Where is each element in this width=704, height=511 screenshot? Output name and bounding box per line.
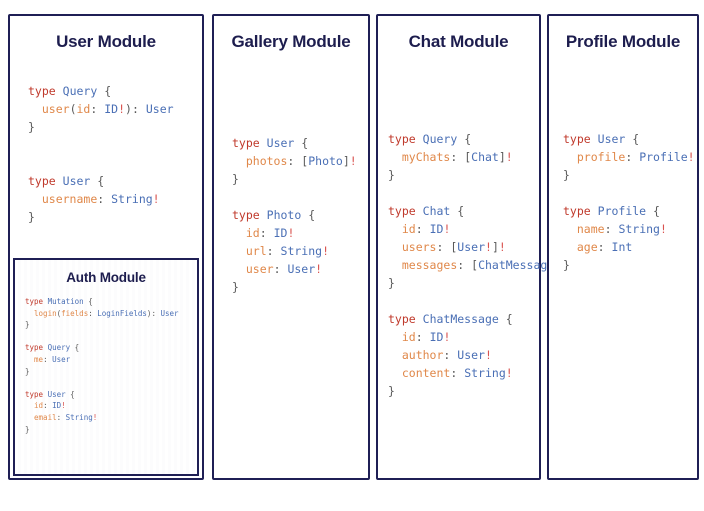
panel-chat-module[interactable]: Chat Module type Query { myChats: [Chat]… bbox=[376, 14, 568, 480]
code-line: id: ID! bbox=[401, 330, 451, 344]
code-block-gallery-module: type User { photos: [Photo]!} type Photo… bbox=[214, 134, 368, 296]
panel-gallery-module[interactable]: Gallery Module type User { photos: [Phot… bbox=[212, 14, 370, 480]
code-block-user-module: type Query { user(id: ID!): User} type U… bbox=[10, 82, 202, 226]
code-line: me: User bbox=[34, 354, 71, 364]
code-line: } bbox=[25, 424, 30, 434]
code-line: type User { bbox=[28, 174, 105, 188]
code-line: } bbox=[388, 384, 395, 398]
code-line: } bbox=[563, 168, 570, 182]
code-line: type Query { bbox=[388, 132, 472, 146]
code-line: } bbox=[25, 366, 30, 376]
panel-title-user-module: User Module bbox=[56, 32, 156, 51]
code-line: url: String! bbox=[245, 244, 329, 258]
code-line: id: ID! bbox=[245, 226, 295, 240]
code-line: type Query { bbox=[28, 84, 112, 98]
code-line: } bbox=[388, 276, 395, 290]
code-line: type Chat { bbox=[388, 204, 465, 218]
code-line: type User { bbox=[232, 136, 309, 150]
code-line: } bbox=[28, 210, 35, 224]
panel-title-gallery-module: Gallery Module bbox=[231, 32, 351, 51]
code-line bbox=[563, 184, 697, 202]
code-line: myChats: [Chat]! bbox=[401, 150, 513, 164]
code-line bbox=[28, 154, 202, 172]
code-line: } bbox=[563, 258, 570, 272]
code-line: users: [User!]! bbox=[401, 240, 506, 254]
code-line bbox=[25, 331, 197, 343]
code-line: } bbox=[28, 120, 35, 134]
panel-title-chat-module: Chat Module bbox=[408, 32, 509, 51]
code-line: type Query { bbox=[25, 343, 80, 353]
code-line: id: ID! bbox=[401, 222, 451, 236]
code-line: photos: [Photo]! bbox=[245, 154, 357, 168]
code-line bbox=[232, 188, 368, 206]
code-line bbox=[28, 136, 202, 154]
code-line: age: Int bbox=[576, 240, 633, 254]
code-line: } bbox=[232, 280, 239, 294]
code-line bbox=[25, 377, 197, 389]
code-line: type Photo { bbox=[232, 208, 316, 222]
code-line: login(fields: LoginFields): User bbox=[34, 308, 179, 318]
code-line: author: User! bbox=[401, 348, 492, 362]
code-line: type User { bbox=[25, 389, 75, 399]
code-line: } bbox=[388, 168, 395, 182]
code-line: id: ID! bbox=[34, 401, 66, 411]
code-line: name: String! bbox=[576, 222, 667, 236]
code-line: user: User! bbox=[245, 262, 323, 276]
code-line: username: String! bbox=[41, 192, 160, 206]
code-line: } bbox=[25, 320, 30, 330]
code-line bbox=[388, 292, 539, 310]
panel-auth-module[interactable]: Auth Module type Mutation { login(fields… bbox=[13, 258, 199, 476]
code-line: type ChatMessage { bbox=[388, 312, 513, 326]
code-line: content: String! bbox=[401, 366, 513, 380]
code-line: user(id: ID!): User bbox=[41, 102, 174, 116]
code-line: type User { bbox=[563, 132, 640, 146]
code-line: messages: [ChatMessage]! bbox=[401, 258, 568, 272]
code-line bbox=[388, 184, 539, 202]
code-block-profile-module: type User { profile: Profile!} type Prof… bbox=[549, 130, 697, 274]
panel-user-module[interactable]: User Module type Query { user(id: ID!): … bbox=[8, 14, 204, 480]
code-block-chat-module: type Query { myChats: [Chat]!} type Chat… bbox=[378, 130, 568, 400]
code-line: } bbox=[232, 172, 239, 186]
code-line: type Profile { bbox=[563, 204, 660, 218]
panel-title-auth-module: Auth Module bbox=[66, 270, 146, 285]
panel-profile-module[interactable]: Profile Module type User { profile: Prof… bbox=[547, 14, 699, 480]
code-line: email: String! bbox=[34, 412, 98, 422]
code-line: profile: Profile! bbox=[576, 150, 695, 164]
code-block-auth-module: type Mutation { login(fields: LoginField… bbox=[15, 296, 197, 435]
code-line: type Mutation { bbox=[25, 297, 93, 306]
panel-title-profile-module: Profile Module bbox=[565, 32, 681, 51]
